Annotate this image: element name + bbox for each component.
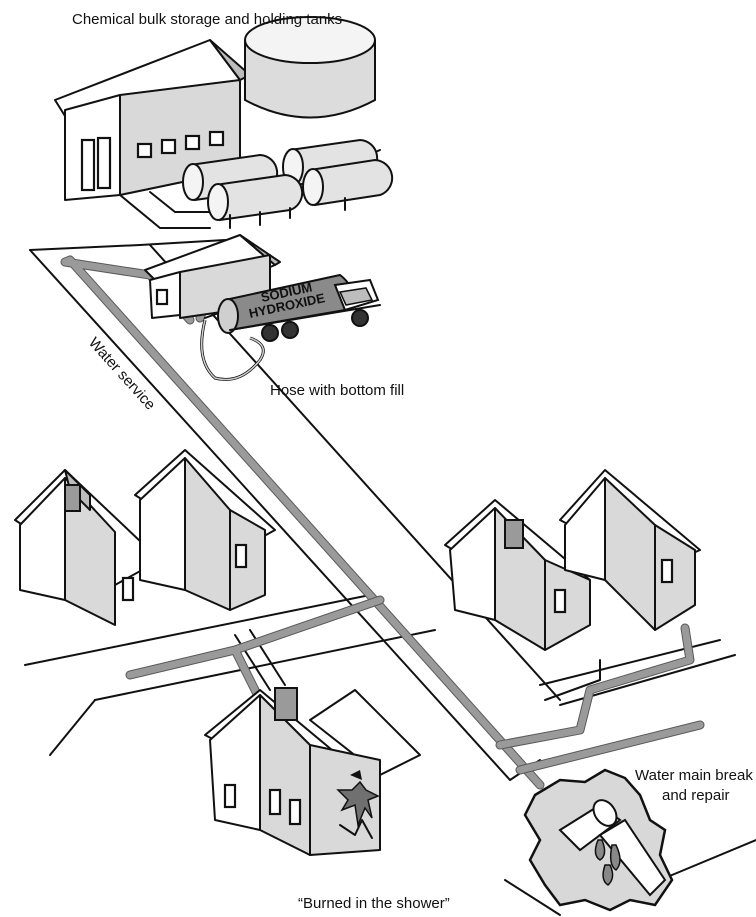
- holding-tanks: [182, 138, 394, 229]
- house-right-1: [444, 499, 591, 651]
- house-left-1: [14, 469, 161, 626]
- label-storage: Chemical bulk storage and holding tanks: [72, 11, 342, 28]
- bulk-storage-tank: [244, 16, 376, 119]
- tanker-truck: SODIUM HYDROXIDE: [200, 273, 381, 381]
- house-left-2: [134, 449, 276, 611]
- house-right-2: [559, 469, 701, 631]
- house-burned: [204, 687, 421, 856]
- shower-burn-icon: [336, 770, 380, 839]
- label-main-break-line2: and repair: [662, 787, 730, 804]
- label-main-break-line1: Water main break: [635, 767, 753, 784]
- water-main-break: [523, 768, 674, 912]
- label-hose: Hose with bottom fill: [270, 382, 404, 399]
- label-burned: “Burned in the shower”: [298, 895, 450, 912]
